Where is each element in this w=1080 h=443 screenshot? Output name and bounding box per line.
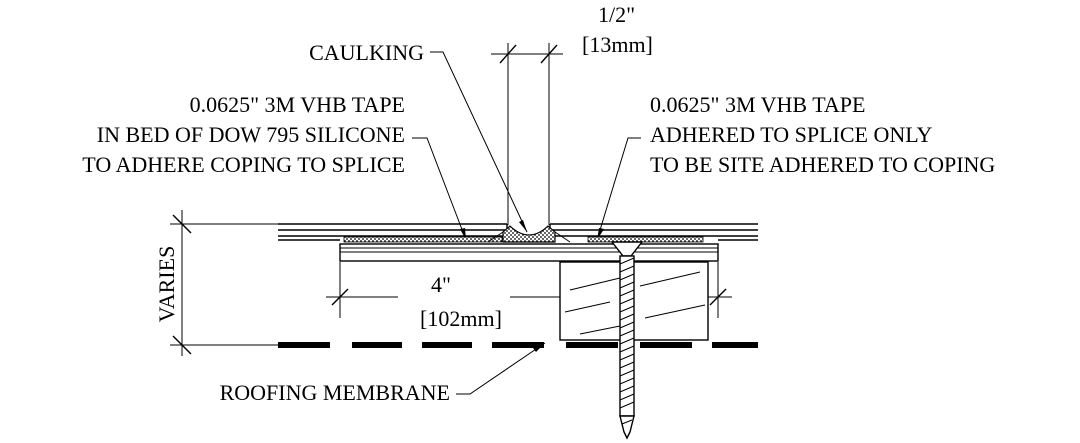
caulking-backer-right — [554, 231, 571, 243]
caulking-label: CAULKING — [309, 40, 424, 65]
left-tape-note-line-1: 0.0625" 3M VHB TAPE — [190, 92, 405, 117]
gap-dimension — [491, 43, 563, 225]
right-vhb-tape — [587, 236, 704, 243]
caulking-backer-left — [487, 231, 504, 243]
roofing-membrane — [278, 342, 758, 348]
coping-left — [278, 223, 508, 242]
height-dimension-label: VARIES — [154, 246, 179, 323]
gap-dimension-inches: 1/2" — [598, 2, 635, 27]
splice-dimension-inches: 4" — [431, 272, 451, 297]
gap-dimension-mm: [13mm] — [582, 32, 653, 57]
caulking-bead — [502, 225, 556, 243]
fastener-screw — [610, 241, 644, 440]
roofing-membrane-label: ROOFING MEMBRANE — [220, 380, 450, 405]
roofing-membrane-leader — [456, 342, 546, 395]
right-tape-note-line-1: 0.0625" 3M VHB TAPE — [650, 92, 865, 117]
left-tape-note-line-2: IN BED OF DOW 795 SILICONE — [97, 122, 405, 147]
height-dimension — [170, 210, 278, 356]
right-tape-note-line-3: TO BE SITE ADHERED TO COPING — [650, 152, 995, 177]
splice-dimension-mm: [102mm] — [420, 306, 502, 331]
left-vhb-tape — [343, 236, 503, 243]
left-tape-note-line-3: TO ADHERE COPING TO SPLICE — [82, 152, 405, 177]
caulking-leader — [430, 51, 528, 233]
right-tape-note-line-2: ADHERED TO SPLICE ONLY — [650, 122, 932, 147]
